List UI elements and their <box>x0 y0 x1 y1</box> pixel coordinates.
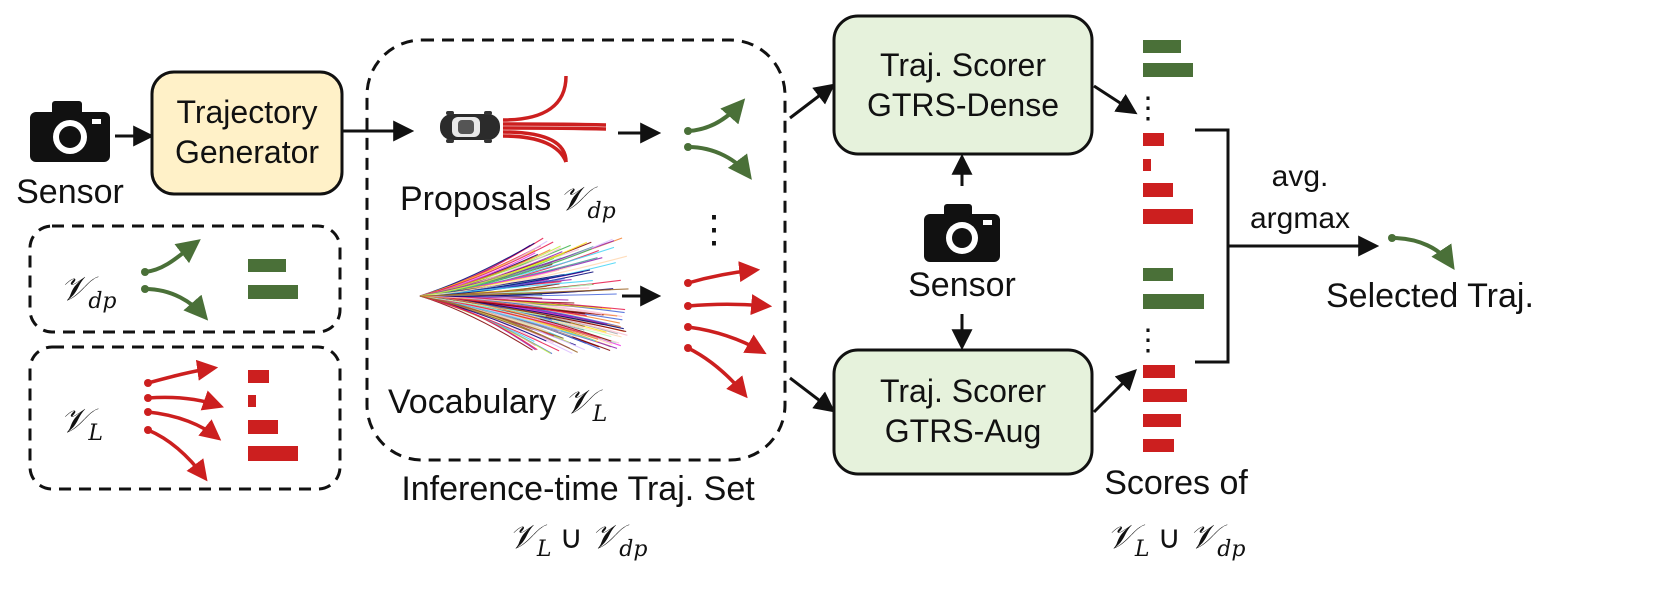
vocabulary-plume-line <box>419 288 629 297</box>
generator-line2: Generator <box>175 134 319 170</box>
proposal-fan <box>502 75 607 163</box>
ellipsis-aug: ⋮ <box>1133 324 1163 357</box>
arrow-set-to-dense <box>789 83 836 120</box>
vocabulary-plume <box>419 237 629 355</box>
vocabulary-plume-line <box>419 241 554 297</box>
proposal-trajectories <box>684 98 752 180</box>
aug-score-bars: ⋮ <box>1133 268 1204 452</box>
scorer-dense-line1: Traj. Scorer <box>880 47 1046 83</box>
arrow-dense-to-scores <box>1093 84 1138 115</box>
inference-set-formula: 𝒱L∪𝒱dp <box>509 517 648 562</box>
trajectory-generator-box <box>150 70 344 196</box>
scores-title: Scores of <box>1104 464 1248 502</box>
vocabulary-plume-line <box>419 295 560 352</box>
scorer-dense-box <box>832 14 1094 156</box>
camera-icon-center <box>924 204 1000 262</box>
scorer-dense-line2: GTRS-Dense <box>867 87 1059 123</box>
selected-label: Selected Traj. <box>1326 277 1534 315</box>
scorer-aug-box <box>832 348 1094 476</box>
vocabulary-plume-line <box>419 266 571 297</box>
vocabulary-trajectories <box>684 261 773 399</box>
aggregation-bracket <box>1195 128 1230 364</box>
arrow-aug-to-scores <box>1092 369 1137 414</box>
aggregation-line1: avg. <box>1272 160 1329 193</box>
selected-trajectory <box>1388 234 1455 270</box>
car-icon <box>440 111 500 143</box>
legend-dp-symbol: 𝒱dp <box>60 269 117 314</box>
legend-L-symbol: 𝒱L <box>60 401 103 446</box>
legend-dp-box <box>28 224 342 334</box>
vocabulary-plume-line <box>419 252 565 297</box>
vocabulary-plume-line <box>419 295 564 339</box>
inference-set-box <box>365 38 787 462</box>
camera-icon <box>30 101 110 162</box>
scorer-aug-line1: Traj. Scorer <box>880 373 1046 409</box>
generator-line1: Trajectory <box>176 94 317 130</box>
legend-L-box <box>28 345 342 491</box>
dense-score-bars: ⋮ <box>1133 40 1193 224</box>
ellipsis-dense: ⋮ <box>1133 92 1163 125</box>
vocabulary-plume-line <box>419 295 603 315</box>
sensor-center-label: Sensor <box>908 266 1016 304</box>
inference-set-title: Inference-time Traj. Set <box>401 470 755 508</box>
vocabulary-plume-line <box>419 295 546 317</box>
legend-L-score-bars <box>248 370 298 461</box>
scores-formula: 𝒱L∪𝒱dp <box>1107 517 1246 562</box>
arrow-set-to-aug <box>789 376 836 413</box>
scorer-aug-line2: GTRS-Aug <box>885 413 1041 449</box>
legend-dp-score-bars <box>248 259 298 299</box>
legend-dp-trajectories <box>141 239 209 321</box>
vocabulary-plume-line <box>419 295 541 320</box>
aggregation-line2: argmax <box>1250 202 1350 235</box>
sensor-left-label: Sensor <box>16 173 124 211</box>
legend-L-trajectories <box>144 359 224 482</box>
ellipsis-middle: ⋮ <box>695 209 733 251</box>
